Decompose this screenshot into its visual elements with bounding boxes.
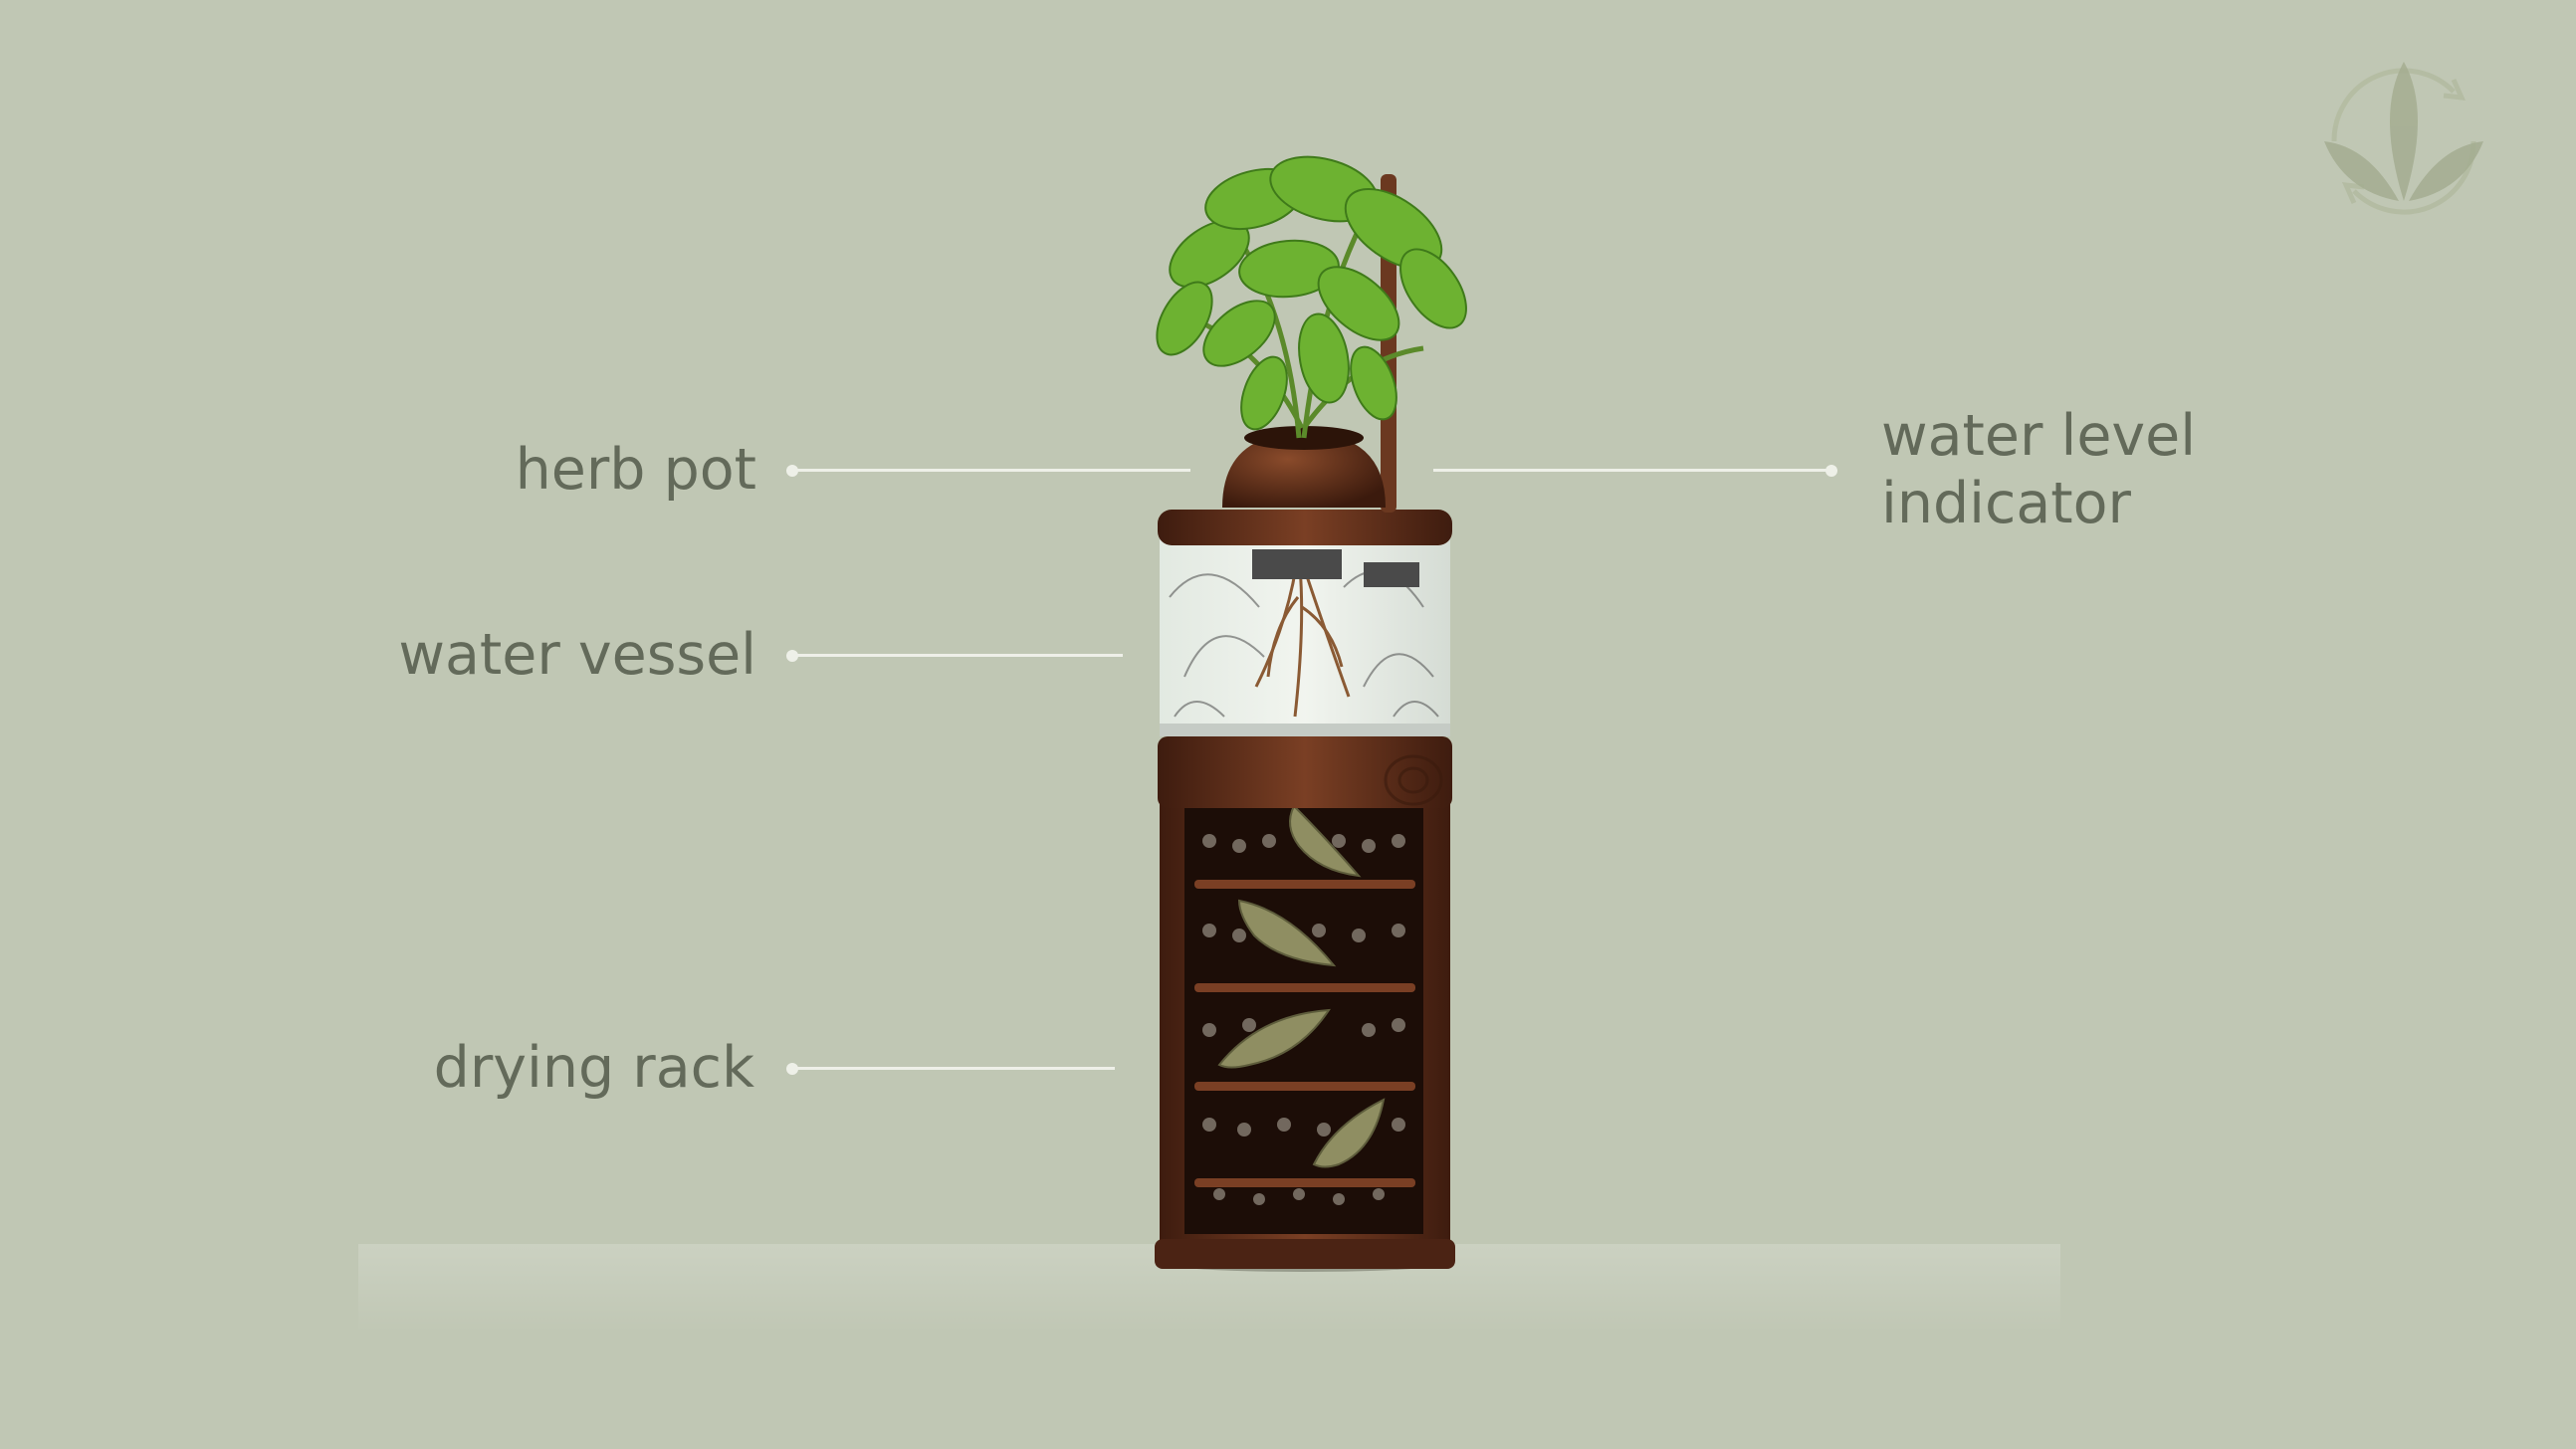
- label-water-level-line2: indicator: [1881, 471, 2131, 536]
- label-water-level-line1: water level: [1881, 403, 2197, 469]
- basil-plant: [1156, 155, 1467, 439]
- leader-line-water-vessel: [792, 654, 1123, 657]
- leader-line-herb-pot: [792, 469, 1190, 472]
- leader-line-drying-rack: [792, 1067, 1115, 1070]
- leader-line-water-level: [1433, 469, 1831, 472]
- herb-pot-body: [1222, 426, 1386, 508]
- label-water-level-indicator: water level indicator: [1881, 402, 2196, 537]
- wooden-band: [1158, 736, 1452, 808]
- top-lid: [1158, 510, 1452, 545]
- drying-rack-body: [1155, 796, 1455, 1269]
- water-vessel-body: [1160, 537, 1450, 736]
- label-drying-rack: drying rack: [433, 1035, 754, 1101]
- leader-dot-water-level: [1825, 465, 1837, 477]
- label-herb-pot: herb pot: [515, 437, 756, 503]
- leaf-recycle-icon: [2324, 62, 2483, 215]
- label-water-vessel: water vessel: [398, 622, 756, 688]
